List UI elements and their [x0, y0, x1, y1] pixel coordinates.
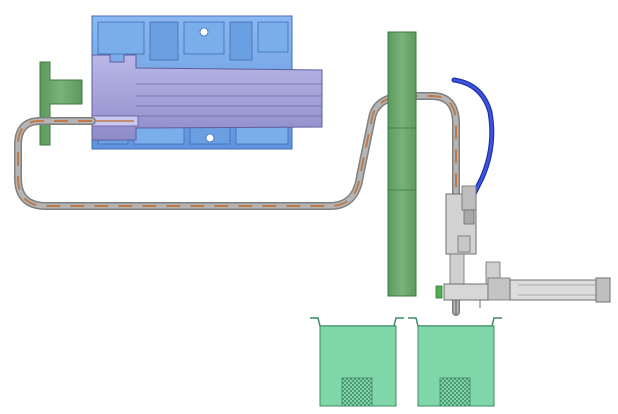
- transfer-tube: [14, 92, 460, 316]
- vertical-actuator: [445, 185, 477, 316]
- injection-barrel: [91, 54, 323, 141]
- horizontal-cylinder: [435, 261, 611, 308]
- vertical-green-post: [387, 31, 417, 297]
- blue-air-hose: [451, 77, 495, 205]
- left-green-bracket: [39, 61, 83, 146]
- left-collection-bin: [310, 317, 404, 407]
- right-collection-bin: [408, 317, 502, 407]
